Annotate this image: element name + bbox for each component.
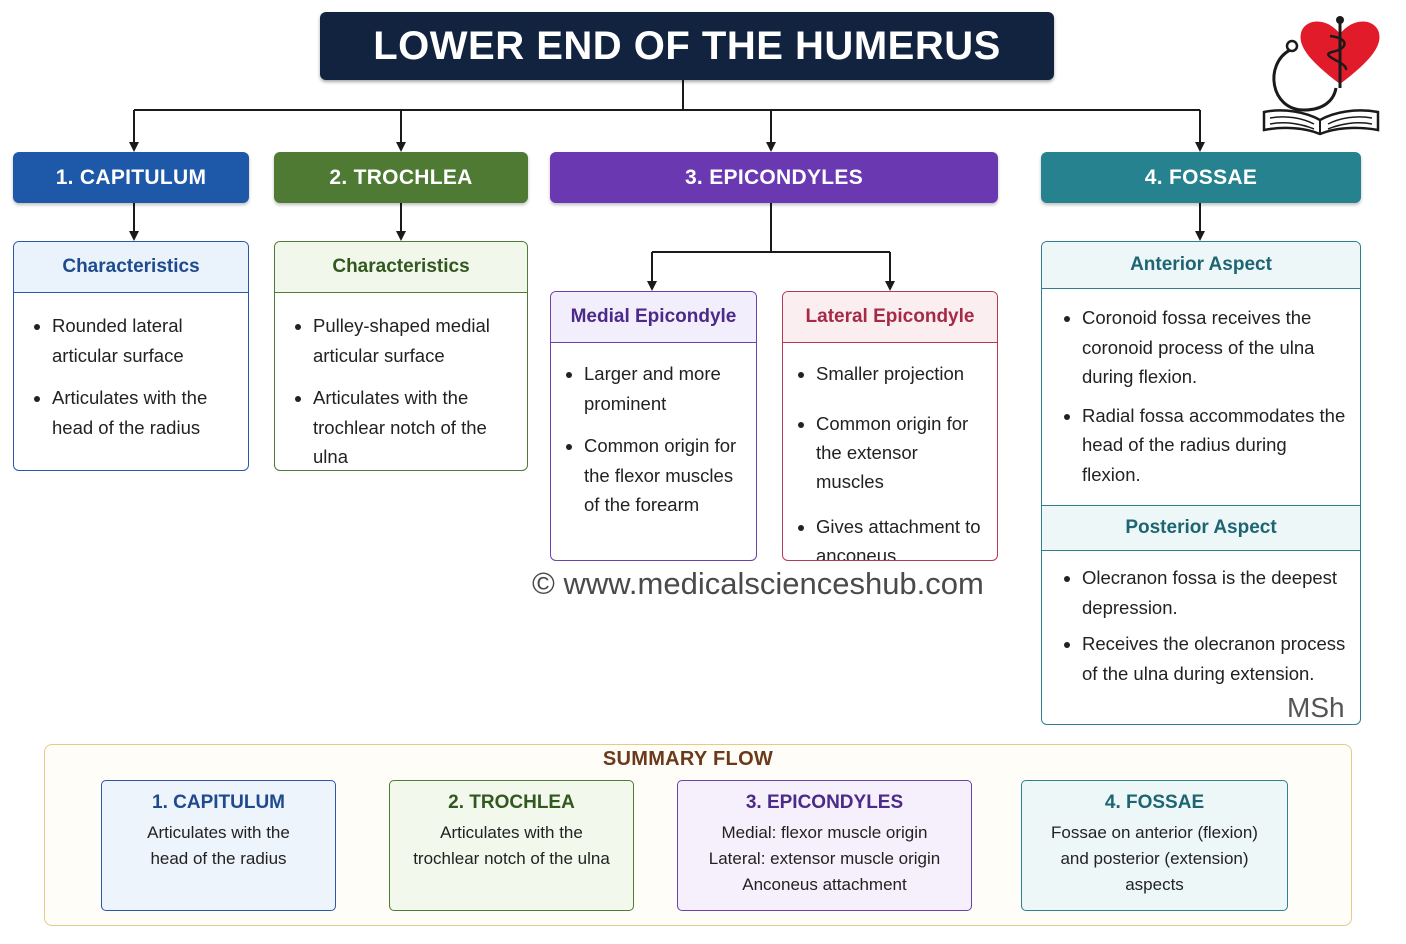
lateral-epicondyle-title: Lateral Epicondyle xyxy=(783,292,997,343)
fossae-card: Anterior Aspect Coronoid fossa receives … xyxy=(1041,241,1361,725)
summary-item-line: Fossae on anterior (flexion) xyxy=(1051,823,1258,842)
medial-epicondyle-point: Larger and more prominent xyxy=(584,359,746,418)
summary-item-line: Lateral: extensor muscle origin xyxy=(708,849,941,868)
capitulum-point: Rounded lateral articular surface xyxy=(52,311,238,370)
msh-signature: MSh xyxy=(1287,692,1345,723)
summary-item-line: Articulates with the xyxy=(147,823,290,842)
capitulum-card: Characteristics Rounded lateral articula… xyxy=(13,241,249,471)
trochlea-card: Characteristics Pulley-shaped medial art… xyxy=(274,241,528,471)
summary-item-line: Anconeus attachment xyxy=(742,875,907,894)
trochlea-point: Pulley-shaped medial articular surface xyxy=(313,311,517,370)
copyright-watermark: © www.medicalscienceshub.com xyxy=(532,566,984,601)
medial-epicondyle-card: Medial Epicondyle Larger and more promin… xyxy=(550,291,757,561)
capitulum-card-title: Characteristics xyxy=(14,242,248,293)
summary-flow-title: SUMMARY FLOW xyxy=(602,748,774,770)
trochlea-card-title: Characteristics xyxy=(275,242,527,293)
lateral-epicondyle-point: Gives attachment to anconeus xyxy=(816,512,987,560)
lateral-epicondyle-points: Smaller projection Common origin for the… xyxy=(783,343,997,560)
epicondyles-header: 3. EPICONDYLES xyxy=(550,152,998,203)
summary-epicondyles-box: 3. EPICONDYLES Medial: flexor muscle ori… xyxy=(677,780,972,911)
summary-item-line: and posterior (extension) xyxy=(1060,849,1249,868)
anterior-aspect-point: Coronoid fossa receives the coronoid pro… xyxy=(1082,303,1350,392)
fossae-header: 4. FOSSAE xyxy=(1041,152,1361,203)
anterior-aspect-points: Coronoid fossa receives the coronoid pro… xyxy=(1042,289,1360,489)
trochlea-point: Articulates with the trochlear notch of … xyxy=(313,383,517,470)
lateral-epicondyle-point: Common origin for the extensor muscles xyxy=(816,409,987,496)
posterior-aspect-title: Posterior Aspect xyxy=(1042,505,1360,551)
summary-trochlea-box: 2. TROCHLEA Articulates with the trochle… xyxy=(389,780,634,911)
medial-epicondyle-points: Larger and more prominent Common origin … xyxy=(551,343,756,520)
capitulum-point: Articulates with the head of the radius xyxy=(52,383,238,442)
medial-epicondyle-title: Medial Epicondyle xyxy=(551,292,756,343)
summary-capitulum-box: 1. CAPITULUM Articulates with the head o… xyxy=(101,780,336,911)
medical-heart-book-logo xyxy=(1262,16,1380,136)
summary-item-title: 1. CAPITULUM xyxy=(152,792,285,813)
anterior-aspect-point: Radial fossa accommodates the head of th… xyxy=(1082,401,1350,490)
lateral-epicondyle-card: Lateral Epicondyle Smaller projection Co… xyxy=(782,291,998,561)
trochlea-header: 2. TROCHLEA xyxy=(274,152,528,203)
summary-item-line: head of the radius xyxy=(150,849,287,868)
posterior-aspect-point: Olecranon fossa is the deepest depressio… xyxy=(1082,563,1350,622)
summary-item-title: 3. EPICONDYLES xyxy=(745,792,904,813)
posterior-aspect-points: Olecranon fossa is the deepest depressio… xyxy=(1042,551,1360,688)
summary-item-line: Medial: flexor muscle origin xyxy=(721,823,928,842)
page-title: LOWER END OF THE HUMERUS xyxy=(320,12,1054,80)
capitulum-points: Rounded lateral articular surface Articu… xyxy=(14,293,248,442)
summary-item-title: 4. FOSSAE xyxy=(1104,792,1205,813)
medial-epicondyle-point: Common origin for the flexor muscles of … xyxy=(584,431,746,520)
anterior-aspect-title: Anterior Aspect xyxy=(1042,242,1360,289)
summary-fossae-box: 4. FOSSAE Fossae on anterior (flexion) a… xyxy=(1021,780,1288,911)
summary-item-line: Articulates with the xyxy=(440,823,583,842)
summary-item-line: trochlear notch of the ulna xyxy=(413,849,610,868)
summary-item-line: aspects xyxy=(1125,875,1184,894)
capitulum-header: 1. CAPITULUM xyxy=(13,152,249,203)
summary-item-title: 2. TROCHLEA xyxy=(448,792,575,813)
posterior-aspect-point: Receives the olecranon process of the ul… xyxy=(1082,629,1350,688)
lateral-epicondyle-point: Smaller projection xyxy=(816,359,987,388)
trochlea-points: Pulley-shaped medial articular surface A… xyxy=(275,293,527,470)
